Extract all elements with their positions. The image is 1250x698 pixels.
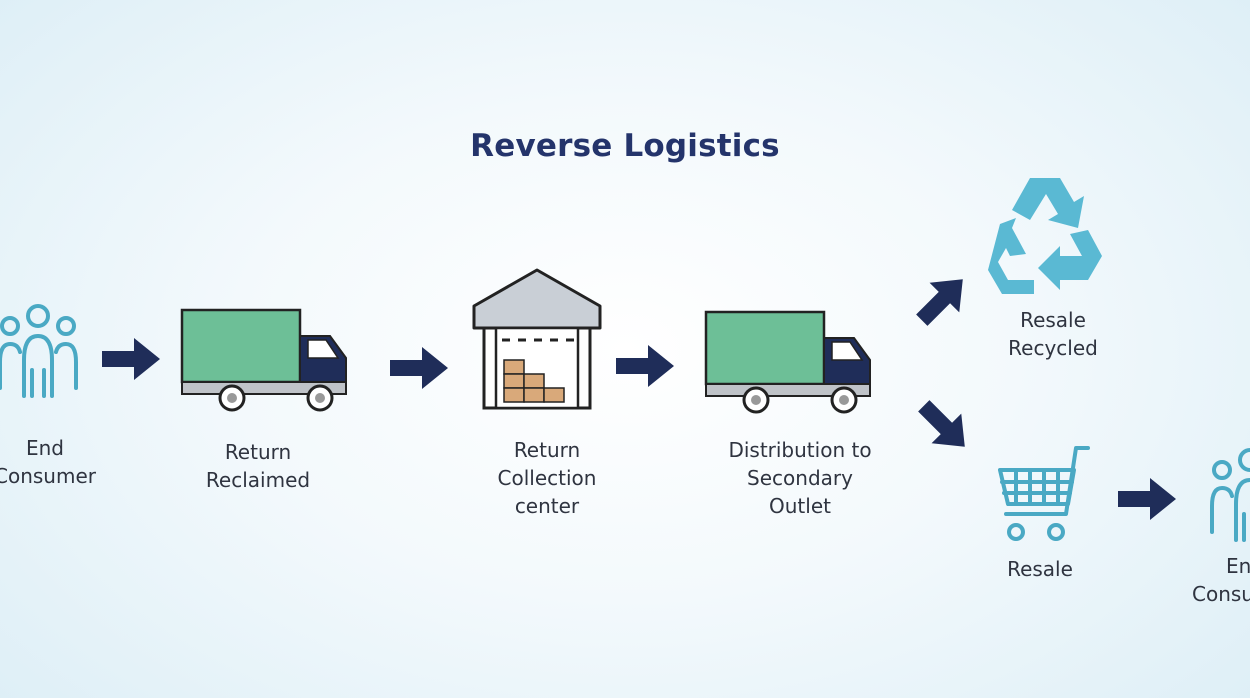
arrow-down-right-icon [914,398,976,456]
diagram-title: Reverse Logistics [470,128,780,164]
label-resale: Resale [1007,557,1073,581]
shopping-cart-icon [996,444,1092,544]
arrow-right-icon [1118,478,1178,520]
label-end-consumer-2: End Consumer [1192,554,1250,606]
truck-icon [704,308,880,416]
people-icon [1206,444,1250,544]
arrow-up-right-icon [912,270,974,328]
arrow-right-icon [616,345,676,387]
label-return-collection-center: Return Collection center [497,438,597,518]
people-icon [0,300,84,400]
arrow-right-icon [390,347,450,389]
truck-icon [180,306,356,414]
label-distribution-secondary-outlet: Distribution to Secondary Outlet [728,438,872,518]
label-end-consumer-1: End Consumer [0,436,96,488]
label-resale-recycled: Resale Recycled [1008,308,1098,360]
warehouse-icon [470,266,604,410]
recycle-icon [984,172,1106,296]
arrow-right-icon [102,338,162,380]
label-return-reclaimed: Return Reclaimed [205,440,311,492]
